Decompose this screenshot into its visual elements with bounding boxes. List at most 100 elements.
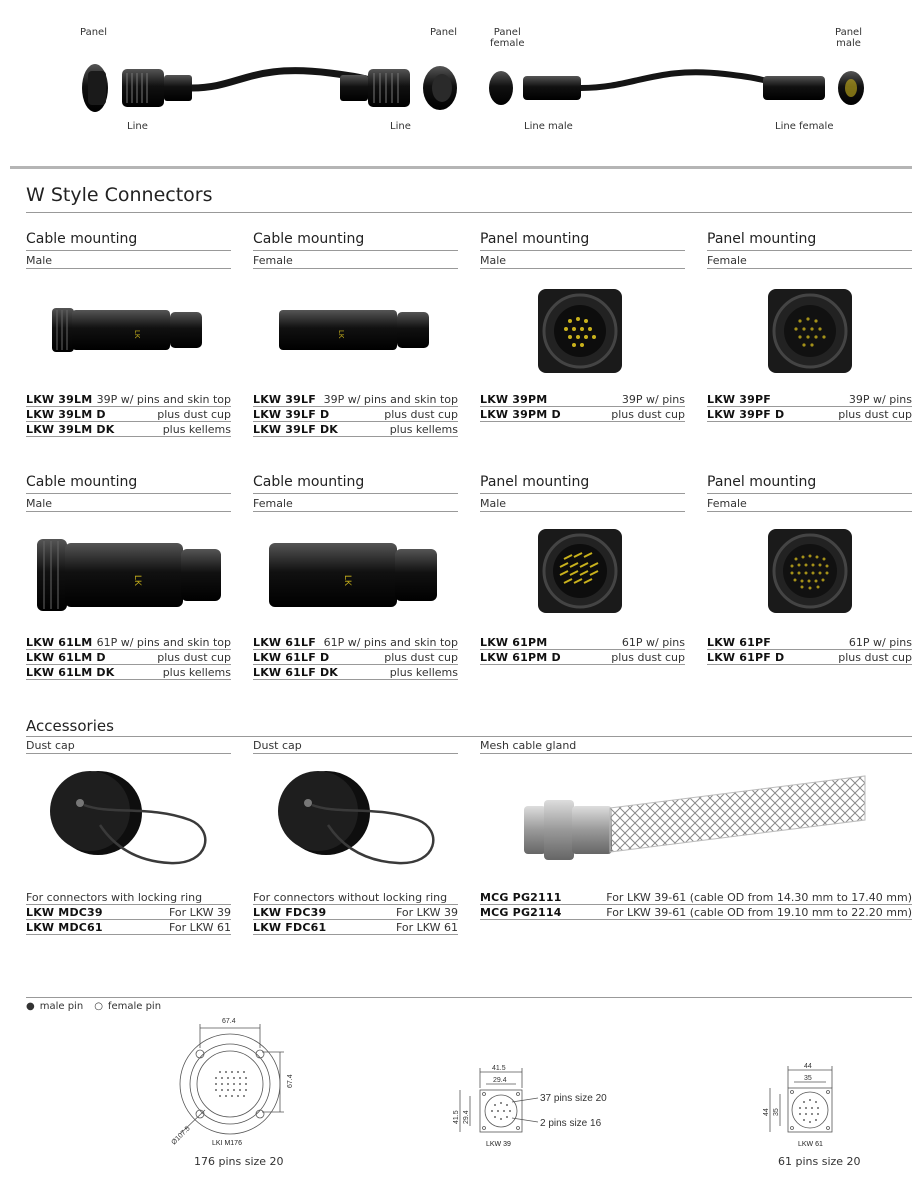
label-panel-right: Panel bbox=[430, 27, 457, 38]
g2-col4-rule2 bbox=[707, 511, 912, 512]
product-code: LKW 39LM D bbox=[26, 408, 106, 421]
label-line-male: Line male bbox=[524, 121, 573, 132]
accessories-title: Accessories bbox=[26, 717, 114, 735]
dim-width-inner: 35 bbox=[804, 1075, 812, 1082]
drawing-name: LKW 61 bbox=[798, 1141, 823, 1148]
g1-col1-subtitle: Male bbox=[26, 254, 53, 267]
product-code: MCG PG2111 bbox=[480, 891, 562, 904]
acc-col3-subtitle: Mesh cable gland bbox=[480, 739, 577, 752]
acc-col1-caption-rule bbox=[26, 904, 231, 905]
g1-col3-rule2 bbox=[480, 268, 685, 269]
dim-width: 67.4 bbox=[222, 1018, 236, 1025]
female-pin-label: female pin bbox=[107, 1001, 162, 1012]
product-row: LKW 39LF DK plus kellems bbox=[253, 421, 458, 437]
product-desc: plus dust cup bbox=[838, 651, 912, 664]
product-code: LKW 61PF D bbox=[707, 651, 785, 664]
logo-lk: LK bbox=[133, 330, 140, 339]
g1-col3-subtitle: Male bbox=[480, 254, 507, 267]
accessories-rule bbox=[26, 736, 912, 737]
product-row: LKW FDC39 For LKW 39 bbox=[253, 904, 458, 920]
section-title-rule bbox=[26, 212, 912, 213]
dust-cap-mdc-image bbox=[50, 771, 207, 865]
label-line-female: Line female bbox=[775, 121, 834, 132]
product-row: LKW 61PF 61P w/ pins bbox=[707, 634, 912, 650]
g2-col1-title: Cable mounting bbox=[26, 474, 138, 490]
product-desc: 61P w/ pins bbox=[621, 636, 685, 649]
product-desc: For LKW 39-61 (cable OD from 19.10 mm to… bbox=[606, 906, 912, 919]
product-desc: plus kellems bbox=[389, 423, 458, 436]
lkw-39lm-image: LK bbox=[52, 308, 202, 352]
product-code: LKW 39LF bbox=[253, 393, 316, 406]
product-desc: plus dust cup bbox=[384, 408, 458, 421]
g1-col4-subtitle: Female bbox=[707, 254, 747, 267]
lkw-61lf-image: LK bbox=[269, 543, 437, 607]
male-pin-label: male pin bbox=[39, 1001, 84, 1012]
product-row: LKW 39LM D plus dust cup bbox=[26, 406, 231, 422]
product-row: LKW 39LF 39P w/ pins and skin top bbox=[253, 391, 458, 407]
section-title: W Style Connectors bbox=[26, 184, 213, 206]
product-desc: plus kellems bbox=[162, 666, 231, 679]
product-row: LKW MDC61 For LKW 61 bbox=[26, 919, 231, 935]
product-row: LKW 39PM D plus dust cup bbox=[480, 406, 685, 422]
product-code: LKW FDC39 bbox=[253, 906, 327, 919]
product-row: LKW 61PF D plus dust cup bbox=[707, 649, 912, 665]
g1-col2-title: Cable mounting bbox=[253, 231, 365, 247]
product-code: LKW 61LF DK bbox=[253, 666, 339, 679]
product-code: LKW 39PM bbox=[480, 393, 548, 406]
lkw-39pf-image bbox=[768, 289, 852, 373]
product-code: LKW 39PM D bbox=[480, 408, 561, 421]
label-panel-female: Panel female bbox=[490, 27, 525, 49]
female-pin-icon: ○ bbox=[94, 1001, 103, 1012]
product-desc: plus dust cup bbox=[838, 408, 912, 421]
g2-col2-subtitle: Female bbox=[253, 497, 293, 510]
dim-height: 67.4 bbox=[287, 1074, 294, 1088]
g2-col3-rule2 bbox=[480, 511, 685, 512]
product-row: LKW 61LF DK plus kellems bbox=[253, 664, 458, 680]
product-desc: For LKW 39 bbox=[168, 906, 231, 919]
g2-col4-rule bbox=[707, 493, 912, 494]
g1-col4-title: Panel mounting bbox=[707, 231, 817, 247]
product-code: LKW 61PM bbox=[480, 636, 548, 649]
g2-col4-title: Panel mounting bbox=[707, 474, 817, 490]
dim-width-outer: 44 bbox=[804, 1063, 812, 1070]
acc-col1-subtitle: Dust cap bbox=[26, 739, 75, 752]
acc-col1-caption: For connectors with locking ring bbox=[26, 891, 203, 904]
lkw-61pm-image bbox=[538, 529, 622, 613]
mesh-cable-gland-image bbox=[524, 775, 866, 860]
product-row: LKW 61LM D plus dust cup bbox=[26, 649, 231, 665]
product-desc: 39P w/ pins bbox=[848, 393, 912, 406]
product-code: LKW 39PF bbox=[707, 393, 771, 406]
g1-col1-rule2 bbox=[26, 268, 231, 269]
product-code: LKW 39LF DK bbox=[253, 423, 339, 436]
drawing-name: LKW 39 bbox=[486, 1141, 511, 1148]
product-row: LKW 39PF D plus dust cup bbox=[707, 406, 912, 422]
product-desc: 61P w/ pins and skin top bbox=[323, 636, 458, 649]
drawing-lkw-39: 41.5 29.4 41.5 29.4 37 pins size 20 2 pi… bbox=[453, 1065, 607, 1148]
g1-col2-rule2 bbox=[253, 268, 458, 269]
cable-assembly-left-image bbox=[82, 64, 457, 112]
product-row: LKW 61PM D plus dust cup bbox=[480, 649, 685, 665]
g2-col2-rule2 bbox=[253, 511, 458, 512]
product-code: LKW FDC61 bbox=[253, 921, 327, 934]
dim-height-outer: 41.5 bbox=[453, 1110, 460, 1124]
product-code: LKW 61LM DK bbox=[26, 666, 115, 679]
product-code: LKW 39LM DK bbox=[26, 423, 115, 436]
g1-col1-title: Cable mounting bbox=[26, 231, 138, 247]
dim-width-inner: 29.4 bbox=[493, 1077, 507, 1084]
g2-col1-rule2 bbox=[26, 511, 231, 512]
g2-col4-subtitle: Female bbox=[707, 497, 747, 510]
product-code: LKW 61PM D bbox=[480, 651, 561, 664]
product-code: MCG PG2114 bbox=[480, 906, 562, 919]
product-row: LKW 39LF D plus dust cup bbox=[253, 406, 458, 422]
product-row: LKW 61LM DK plus kellems bbox=[26, 664, 231, 680]
product-desc: For LKW 61 bbox=[168, 921, 231, 934]
top-divider bbox=[10, 166, 912, 169]
product-row: LKW 61LF 61P w/ pins and skin top bbox=[253, 634, 458, 650]
g2-col3-subtitle: Male bbox=[480, 497, 507, 510]
g1-col2-subtitle: Female bbox=[253, 254, 293, 267]
product-row: LKW FDC61 For LKW 61 bbox=[253, 919, 458, 935]
product-code: LKW 61LM bbox=[26, 636, 93, 649]
product-desc: 39P w/ pins and skin top bbox=[323, 393, 458, 406]
legend-rule bbox=[26, 997, 912, 998]
lkw-39pm-image bbox=[538, 289, 622, 373]
